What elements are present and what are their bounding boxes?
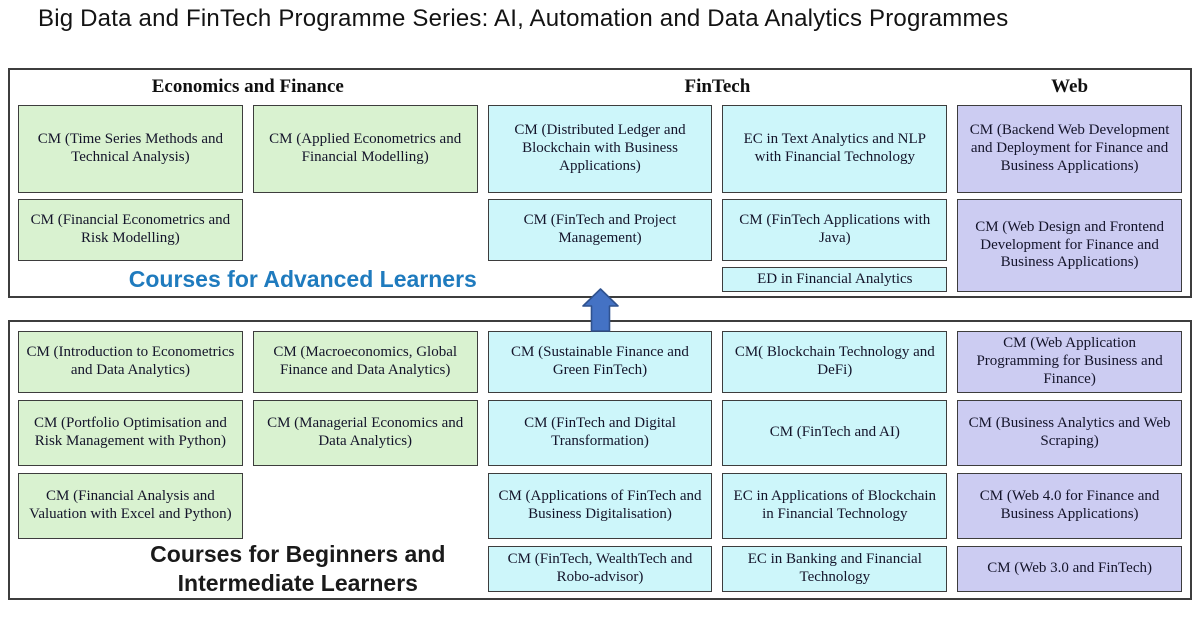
course-box: CM (Applied Econometrics and Financial M… <box>252 105 478 193</box>
advanced-learners-label: Courses for Advanced Learners <box>128 265 477 292</box>
course-box: CM (Financial Analysis and Valuation wit… <box>18 473 243 539</box>
course-box: ED in Financial Analytics <box>722 267 948 292</box>
column-header-web: Web <box>1051 76 1089 97</box>
course-box: CM (FinTech, WealthTech and Robo-advisor… <box>487 546 713 592</box>
course-box: EC in Banking and Financial Technology <box>722 546 948 592</box>
course-box: CM (FinTech and AI) <box>722 400 948 466</box>
course-box: EC in Text Analytics and NLP with Financ… <box>722 105 948 193</box>
course-box: CM (Distributed Ledger and Blockchain wi… <box>487 105 713 193</box>
course-box: CM (Web 4.0 for Finance and Business App… <box>957 473 1182 539</box>
course-box: CM (Time Series Methods and Technical An… <box>18 105 243 193</box>
course-box: CM (Web 3.0 and FinTech) <box>957 546 1182 592</box>
course-box: CM (Web Application Programming for Busi… <box>957 331 1182 393</box>
course-box: CM (Sustainable Finance and Green FinTec… <box>487 331 713 393</box>
column-header-fintech: FinTech <box>684 76 751 97</box>
advanced-courses-panel: Economics and Finance FinTech Web CM (Ti… <box>8 68 1192 298</box>
course-box: CM (FinTech Applications with Java) <box>722 199 948 261</box>
beginner-learners-label: Courses for Beginners and Intermediate L… <box>150 540 446 596</box>
course-box: CM (Managerial Economics and Data Analyt… <box>252 400 478 466</box>
course-box: CM (Backend Web Development and Deployme… <box>957 105 1182 193</box>
course-box: CM (Financial Econometrics and Risk Mode… <box>18 199 243 261</box>
course-box: CM (FinTech and Project Management) <box>487 199 713 261</box>
course-box: CM (Business Analytics and Web Scraping) <box>957 400 1182 466</box>
course-box: CM( Blockchain Technology and DeFi) <box>722 331 948 393</box>
course-box: CM (Macroeconomics, Global Finance and D… <box>252 331 478 393</box>
up-arrow-icon <box>582 288 619 332</box>
course-box: CM (Portfolio Optimisation and Risk Mana… <box>18 400 243 466</box>
beginner-courses-panel: CM (Introduction to Econometrics and Dat… <box>8 320 1192 600</box>
course-box: CM (FinTech and Digital Transformation) <box>487 400 713 466</box>
course-box: EC in Applications of Blockchain in Fina… <box>722 473 948 539</box>
page-title: Big Data and FinTech Programme Series: A… <box>38 5 1009 32</box>
course-box: CM (Applications of FinTech and Business… <box>487 473 713 539</box>
column-header-economics-finance: Economics and Finance <box>151 76 344 97</box>
course-box: CM (Introduction to Econometrics and Dat… <box>18 331 243 393</box>
course-box: CM (Web Design and Frontend Development … <box>957 199 1182 292</box>
